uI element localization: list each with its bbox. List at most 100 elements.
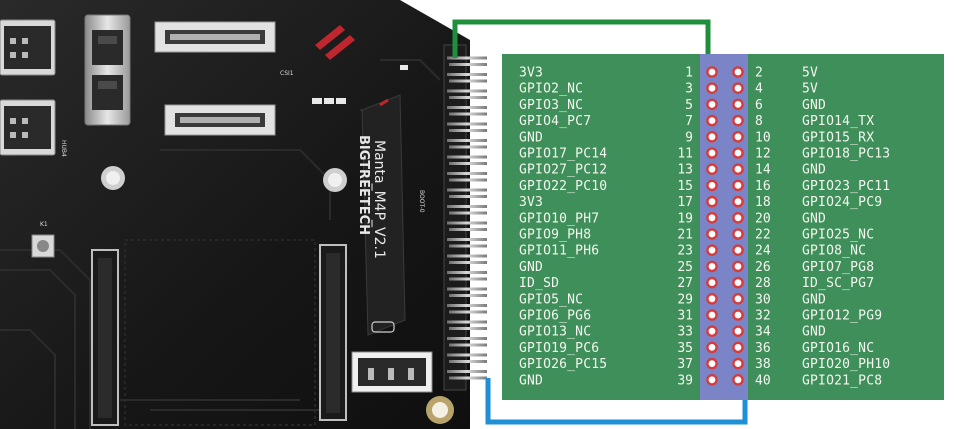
pin-number-left: 31	[677, 309, 693, 324]
pin-number-left: 5	[685, 98, 693, 113]
pin-number-right: 30	[755, 292, 771, 307]
pin-label-left: GPIO17_PC14	[519, 147, 607, 162]
pin-label-left: GPIO9_PH8	[519, 228, 591, 243]
pin-dot-odd	[706, 195, 718, 208]
pin-number-left: 37	[677, 357, 693, 372]
mounting-holes	[101, 166, 454, 424]
pin-number-left: 29	[677, 292, 693, 307]
header-pin	[449, 277, 487, 281]
idc-connector-bottom	[0, 99, 56, 156]
header-pin	[449, 96, 487, 99]
pin-number-right: 20	[755, 211, 771, 226]
pin-label-left: GND	[519, 373, 543, 388]
header-pin	[449, 79, 487, 83]
header-pin	[449, 244, 487, 248]
csi-connector-2	[164, 104, 276, 136]
led-group	[312, 65, 408, 104]
pin-label-right: GND	[802, 325, 826, 340]
pin-dot-odd	[706, 373, 718, 386]
hub-label: HUB4	[60, 140, 67, 157]
pin-number-left: 19	[677, 211, 693, 226]
pin-number-left: 27	[677, 276, 693, 291]
pin-label-right: ID_SC_PG7	[802, 276, 874, 291]
pin-dot-even	[732, 66, 744, 78]
pin-dot-even	[732, 228, 744, 240]
header-pin	[449, 145, 487, 149]
pin-dot-even	[732, 292, 744, 305]
pin-number-left: 13	[677, 163, 693, 178]
board-model: Manta_M4P_V2.1	[371, 140, 387, 259]
header-pin	[447, 188, 487, 192]
header-pin	[449, 228, 487, 231]
header-pin	[449, 327, 487, 330]
header-pin	[447, 238, 487, 241]
pin-number-left: 35	[677, 341, 693, 356]
pin-label-left: ID_SD	[519, 276, 559, 291]
pin-label-right: 5V	[802, 82, 818, 97]
pin-label-left: 3V3	[519, 66, 543, 81]
pin-label-right: GPIO16_NC	[802, 341, 874, 356]
pin-number-right: 26	[755, 260, 771, 275]
header-pin	[449, 178, 487, 182]
header-pin	[449, 162, 487, 165]
pin-label-left: GPIO4_PC7	[519, 114, 591, 129]
pin-dot-even	[732, 147, 744, 159]
pin-dot-even	[732, 373, 744, 386]
header-pin	[449, 310, 487, 314]
cm4-connector-left	[91, 249, 119, 426]
header-pin	[449, 112, 487, 116]
pin-label-left: GPIO5_NC	[519, 292, 583, 307]
pin-dot-even	[732, 130, 744, 143]
pin-number-left: 25	[677, 260, 693, 275]
pin-dot-odd	[706, 244, 718, 256]
header-pin	[449, 294, 487, 297]
pin-dot-even	[732, 211, 744, 224]
pin-dot-even	[732, 276, 744, 289]
pin-dot-odd	[706, 292, 718, 305]
pin-number-right: 8	[755, 114, 763, 129]
pin-number-left: 11	[677, 147, 693, 162]
csi-connector-1	[154, 21, 276, 53]
header-pin	[449, 195, 487, 198]
pin-label-left: GND	[519, 260, 543, 275]
pin-number-left: 21	[677, 228, 693, 243]
header-pin	[447, 139, 487, 142]
pin-number-left: 39	[677, 373, 693, 388]
header-pin	[447, 122, 487, 126]
header-pin	[447, 320, 487, 324]
pin-number-right: 24	[755, 244, 771, 259]
pin-number-left: 17	[677, 195, 693, 210]
pin-number-right: 18	[755, 195, 771, 210]
pin-dot-odd	[706, 66, 718, 78]
pin-number-right: 38	[755, 357, 771, 372]
pin-label-right: GND	[802, 98, 826, 113]
green-wire	[452, 19, 711, 68]
pin-dot-odd	[706, 309, 718, 321]
pin-dot-odd	[706, 211, 718, 224]
pin-number-right: 12	[755, 147, 771, 162]
header-pin	[447, 89, 487, 93]
pin-label-left: GND	[519, 130, 543, 145]
header-pin	[447, 271, 487, 274]
pin-label-right: GND	[802, 211, 826, 226]
pin-number-left: 1	[685, 66, 693, 81]
blue-wire	[485, 378, 748, 425]
pin-number-left: 7	[685, 114, 693, 129]
pin-label-right: GPIO23_PC11	[802, 179, 890, 194]
pin-label-right: GPIO21_PC8	[802, 373, 882, 388]
pin-dot-even	[732, 179, 744, 192]
pin-dot-odd	[706, 179, 718, 192]
pin-number-right: 34	[755, 325, 771, 340]
cm4-connector-right	[319, 244, 347, 421]
fan-connector	[351, 351, 433, 393]
pin-number-right: 10	[755, 130, 771, 145]
pin-number-right: 40	[755, 373, 771, 388]
pin-dot-odd	[706, 98, 718, 111]
header-pin	[449, 63, 487, 66]
pin-dot-odd	[706, 260, 718, 273]
pin-label-left: GPIO11_PH6	[519, 244, 599, 259]
pin-label-right: GPIO12_PG9	[802, 309, 882, 324]
header-pin	[447, 304, 487, 307]
pin-number-left: 15	[677, 179, 693, 194]
